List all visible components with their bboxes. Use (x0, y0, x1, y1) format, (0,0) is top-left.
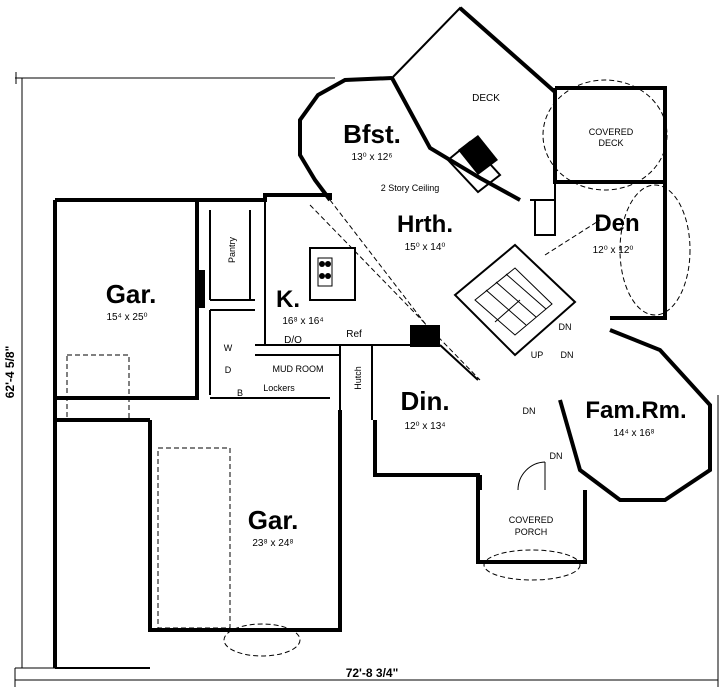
covered-porch-label-2: PORCH (515, 527, 548, 537)
hrth-dims: 15⁰ x 14⁰ (405, 242, 446, 253)
exterior-walls (53, 6, 712, 669)
bench-label: B (237, 388, 243, 398)
covered-deck-label-2: DECK (598, 138, 623, 148)
staircase (453, 243, 577, 357)
ref-label: Ref (346, 329, 362, 340)
up-label: UP (531, 350, 544, 360)
bfst-name: Bfst. (343, 119, 401, 149)
lockers-label: Lockers (263, 383, 295, 393)
story-ceiling-label: 2 Story Ceiling (381, 183, 440, 193)
fixture-labels: D/O Ref Hutch W D B UP DN DN DN DN (224, 322, 574, 461)
garage2-dims: 23⁸ x 24⁸ (252, 538, 293, 549)
interior-walls (195, 182, 556, 490)
pantry-label: Pantry (227, 236, 237, 263)
dn-lower-label: DN (550, 451, 563, 461)
bfst-dims: 13⁰ x 12⁶ (352, 152, 393, 163)
dn-den-label: DN (561, 350, 574, 360)
fam-rm-name: Fam.Rm. (585, 397, 686, 424)
porch-door (517, 461, 546, 491)
room-labels: DECK COVERED DECK Bfst. 13⁰ x 12⁶ 2 Stor… (106, 93, 687, 549)
den-dims: 12⁰ x 12⁰ (593, 245, 634, 256)
garage1-name: Gar. (106, 279, 157, 309)
den-name: Den (594, 210, 639, 237)
overall-depth-label: 62'-4 5/8" (3, 346, 17, 399)
dryer-label: D (225, 365, 232, 375)
dn-stair-label: DN (559, 322, 572, 332)
dimension-lines (14, 72, 719, 687)
kitchen-name: K. (276, 286, 300, 313)
do-label: D/O (284, 335, 302, 346)
overall-width-label: 72'-8 3/4" (346, 666, 399, 680)
deck-label: DECK (472, 93, 500, 104)
washer-label: W (224, 343, 233, 353)
kitchen-island (309, 247, 356, 301)
mud-room-label: MUD ROOM (273, 364, 324, 374)
dashed-outlines (66, 79, 691, 657)
dn-left-label: DN (523, 406, 536, 416)
garage1-dims: 15⁴ x 25⁰ (106, 312, 147, 323)
din-name: Din. (400, 386, 449, 416)
covered-deck-label: COVERED (589, 127, 634, 137)
hutch-label: Hutch (353, 366, 363, 390)
fam-rm-dims: 14⁴ x 16⁸ (613, 428, 654, 439)
kitchen-dims: 16⁸ x 16⁴ (282, 316, 323, 327)
fireplace (446, 135, 502, 194)
din-dims: 12⁰ x 13⁴ (404, 421, 445, 432)
garage2-name: Gar. (248, 505, 299, 535)
covered-porch-label: COVERED (509, 515, 554, 525)
hrth-name: Hrth. (397, 211, 453, 238)
